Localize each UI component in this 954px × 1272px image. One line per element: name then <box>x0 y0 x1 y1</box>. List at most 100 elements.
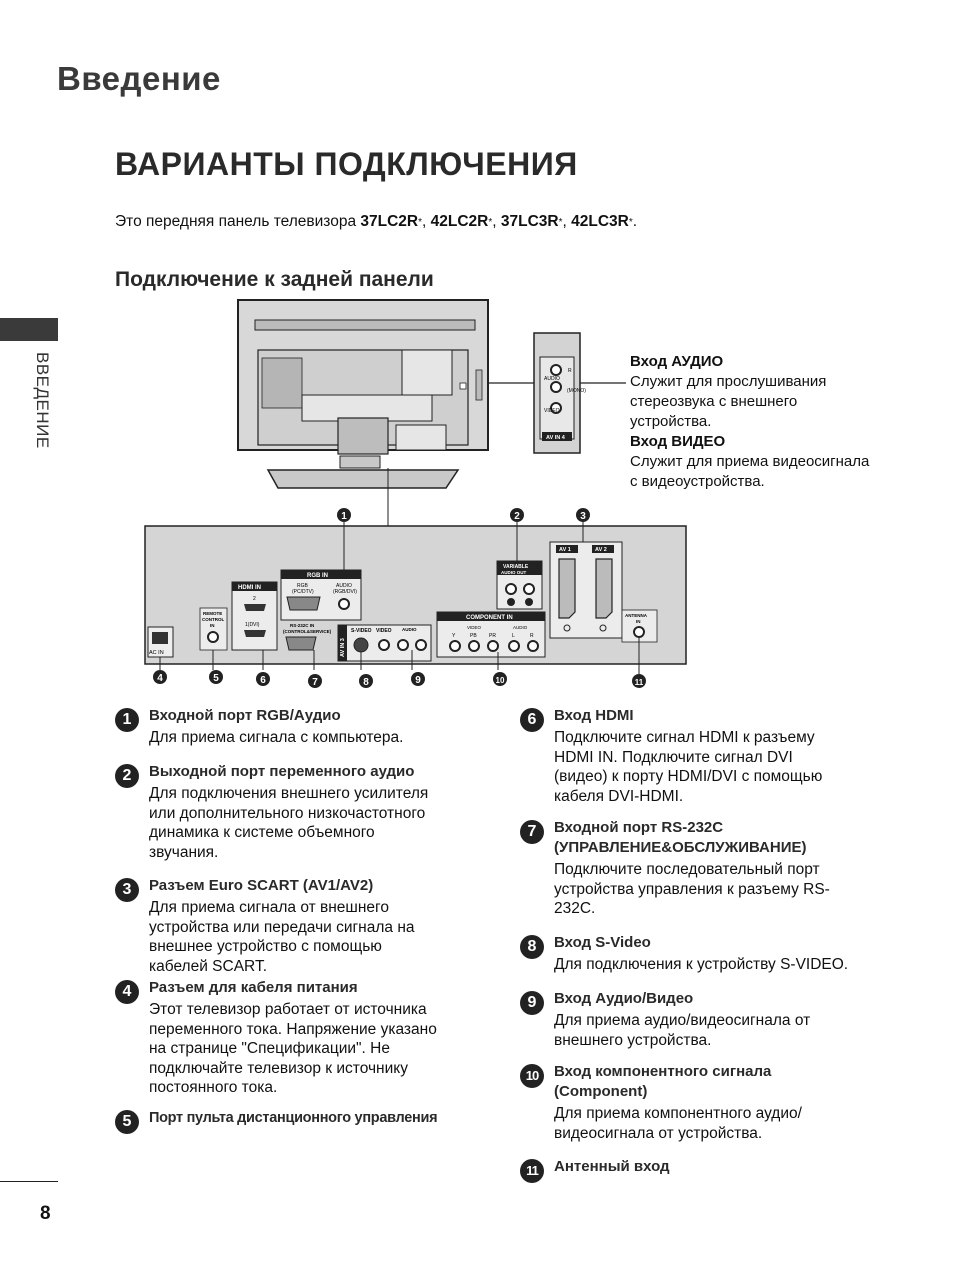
item-title: Антенный вход <box>554 1158 670 1175</box>
callout-4: 4 <box>157 673 163 684</box>
item-desc: Для приема сигнала от внешнего устройств… <box>149 899 415 975</box>
item-desc: Для приема компонентного аудио/видеосигн… <box>554 1105 802 1142</box>
comp-pb-label: PB <box>470 633 477 639</box>
callout-3: 3 <box>580 511 586 522</box>
variable-label-2: AUDIO OUT <box>501 570 527 575</box>
rs232-label-2: (CONTROL&SERVICE) <box>283 629 332 634</box>
item-desc: Подключите сигнал HDMI к разъему HDMI IN… <box>554 729 823 805</box>
item-desc: Для приема аудио/видеосигнала от внешнег… <box>554 1012 811 1049</box>
list-item: 7 Входной порт RS-232C (УПРАВЛЕНИЕ&ОБСЛУ… <box>520 818 850 919</box>
item-number: 3 <box>115 878 139 902</box>
item-desc: Для подключения к устройству S-VIDEO. <box>554 956 849 973</box>
rgb-pc-label-2: (PC/DTV) <box>292 589 314 595</box>
callout-10: 10 <box>496 676 505 685</box>
page-title: ВАРИАНТЫ ПОДКЛЮЧЕНИЯ <box>115 146 578 182</box>
remote-label-3: IN <box>210 623 215 628</box>
item-title: Порт пульта дистанционного управления <box>149 1110 438 1126</box>
rs232-label: RS-232C IN <box>290 623 314 628</box>
list-item: 4 Разъем для кабеля питания Этот телевиз… <box>115 978 445 1098</box>
item-number: 1 <box>115 708 139 732</box>
side-av-panel: R (MONO) AUDIO VIDEO AV IN 4 <box>488 332 626 454</box>
item-number: 7 <box>520 820 544 844</box>
comp-y-label: Y <box>452 633 456 639</box>
comp-l-label: L <box>512 633 515 639</box>
item-title: Входной порт RGB/Аудио <box>149 707 341 724</box>
item-title: Вход S-Video <box>554 934 651 951</box>
side-audio-label: AUDIO <box>544 376 560 382</box>
side-r-label: R <box>568 368 572 374</box>
antenna-label-2: IN <box>636 619 641 624</box>
side-panel-description: Вход АУДИО Служит для прослушивания стер… <box>630 352 870 492</box>
side-tab-marker <box>0 318 58 341</box>
rgb-pc-label: RGB <box>297 583 309 589</box>
list-item: 6 Вход HDMI Подключите сигнал HDMI к раз… <box>520 706 850 806</box>
item-number: 6 <box>520 708 544 732</box>
remote-label-2: CONTROL <box>202 617 224 622</box>
list-item: 1 Входной порт RGB/Аудио Для приема сигн… <box>115 706 445 748</box>
comp-r-label: R <box>530 633 534 639</box>
item-title: Вход компонентного сигнала (Component) <box>554 1063 772 1100</box>
item-number: 5 <box>115 1110 139 1134</box>
page-number: 8 <box>40 1203 51 1224</box>
comp-video-label: VIDEO <box>467 625 482 630</box>
item-desc: Подключите последовательный порт устройс… <box>554 861 830 917</box>
hdmi-1-label: 1(DVI) <box>245 622 260 628</box>
item-desc: Этот телевизор работает от источника пер… <box>149 1001 437 1096</box>
video-label: VIDEO <box>376 628 392 634</box>
subsection-title: Подключение к задней панели <box>115 268 434 291</box>
av2-label: AV 2 <box>595 547 607 553</box>
model-1: 37LC2R <box>360 213 419 230</box>
rear-panel-diagram: R (MONO) AUDIO VIDEO AV IN 4 AC IN REMOT… <box>144 299 687 688</box>
av1-label: AV 1 <box>559 547 571 553</box>
hdmi-2-label: 2 <box>253 596 256 602</box>
callout-11: 11 <box>635 678 644 687</box>
item-title: Вход HDMI <box>554 707 634 724</box>
ac-in-label: AC IN <box>149 650 164 656</box>
hdmi-in-label: HDMI IN <box>238 585 261 591</box>
list-item: 3 Разъем Euro SCART (AV1/AV2) Для приема… <box>115 876 445 976</box>
component-in-label: COMPONENT IN <box>466 615 513 621</box>
svideo-label: S-VIDEO <box>351 628 372 634</box>
av-in3-label: AV IN 3 <box>340 638 346 657</box>
item-desc: Для приема сигнала с компьютера. <box>149 729 404 746</box>
callout-2: 2 <box>514 511 520 522</box>
item-title: Вход Аудио/Видео <box>554 990 694 1007</box>
item-number: 11 <box>520 1159 544 1183</box>
model-2: 42LC2R <box>430 213 489 230</box>
antenna-label: ANTENNA <box>625 613 648 618</box>
callout-7: 7 <box>312 677 318 688</box>
callout-8: 8 <box>363 677 369 688</box>
side-tab-label: ВВЕДЕНИЕ <box>33 352 52 449</box>
variable-label: VARIABLE <box>503 564 529 570</box>
comp-pr-label: PR <box>489 633 496 639</box>
item-number: 9 <box>520 991 544 1015</box>
item-desc: Для подключения внешнего усилителя или д… <box>149 785 429 861</box>
side-av-label: AV IN 4 <box>546 435 566 441</box>
item-title: Разъем Euro SCART (AV1/AV2) <box>149 877 374 894</box>
item-number: 2 <box>115 764 139 788</box>
intro-lead: Это передняя панель телевизора <box>115 213 361 230</box>
item-number: 10 <box>520 1064 544 1088</box>
video-in-title: Вход ВИДЕО <box>630 433 726 450</box>
audio-in-title: Вход АУДИО <box>630 353 724 370</box>
item-title: Входной порт RS-232C (УПРАВЛЕНИЕ&ОБСЛУЖИ… <box>554 819 807 856</box>
list-item: 9 Вход Аудио/Видео Для приема аудио/виде… <box>520 989 850 1050</box>
rear-connector-panel: AC IN REMOTE CONTROL IN HDMI IN 2 1(DVI)… <box>144 525 687 665</box>
remote-label: REMOTE <box>203 611 222 616</box>
audio-in-desc: Служит для прослушивания стереозвука с в… <box>630 373 827 430</box>
list-item: 11 Антенный вход <box>520 1157 850 1183</box>
side-video-label: VIDEO <box>544 408 560 414</box>
audio-rgb-label-2: (RGB/DVI) <box>333 589 357 595</box>
model-3: 37LC3R <box>500 213 559 230</box>
tv-back-illustration <box>237 299 489 489</box>
list-item: 10 Вход компонентного сигнала (Component… <box>520 1062 850 1143</box>
intro-text: Это передняя панель телевизора 37LC2R*, … <box>115 213 638 230</box>
callout-markers: 1 2 3 4 5 6 7 8 9 10 11 <box>153 508 646 688</box>
video-in-desc: Служит для приема видеосигнала с видеоус… <box>630 453 870 490</box>
callout-1: 1 <box>341 511 347 522</box>
item-title: Выходной порт переменного аудио <box>149 763 415 780</box>
callout-9: 9 <box>415 675 421 686</box>
comp-audio-label: AUDIO <box>513 625 528 630</box>
callout-6: 6 <box>260 675 266 686</box>
footer-rule <box>0 1181 58 1182</box>
